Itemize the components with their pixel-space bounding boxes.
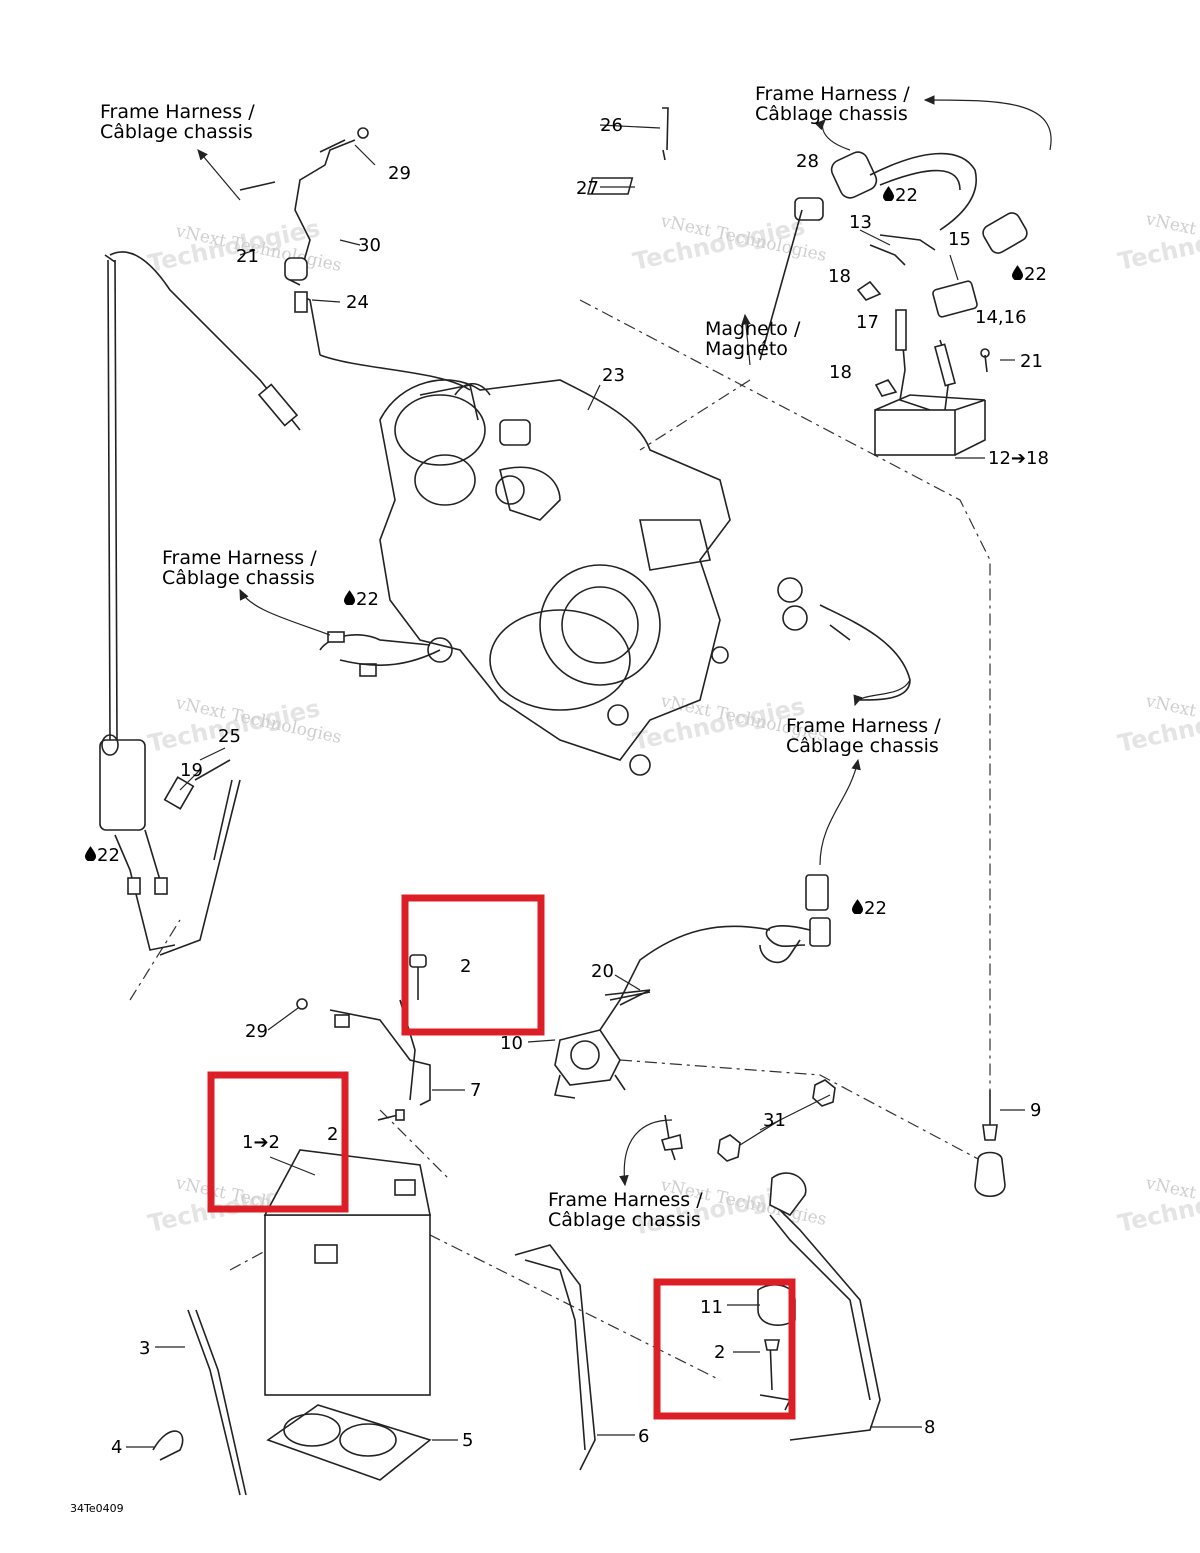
part-label: 12➔18	[988, 448, 1049, 469]
part-label: 8	[924, 1417, 935, 1438]
part-label: 28	[796, 151, 819, 172]
ground-strap-upper	[239, 127, 369, 313]
oil-drop-icon	[85, 846, 96, 861]
part-label: 13	[849, 212, 872, 233]
assembly-lines	[129, 299, 991, 1381]
caption-line1: Frame Harness /	[755, 83, 910, 105]
caption-line2: Câblage chassis	[100, 121, 253, 143]
part-label: 18	[829, 362, 852, 383]
oil-drop-icon	[1012, 265, 1023, 280]
magneto-caption: Magneto / Magnéto	[705, 318, 801, 360]
highlight-box-part-2-top	[401, 894, 545, 1036]
harness-caption-top-right: Frame Harness / Câblage chassis	[755, 83, 910, 125]
part-label: 5	[462, 1430, 473, 1451]
nuts-31	[660, 1079, 836, 1162]
part-label: 29	[245, 1021, 268, 1042]
part-label: 30	[358, 235, 381, 256]
connector-group-top	[587, 107, 824, 361]
part-label: 20	[591, 961, 614, 982]
part-label: 1➔2	[242, 1132, 280, 1153]
stator-connector-group	[599, 577, 911, 1031]
caption-line2: Câblage chassis	[786, 735, 939, 757]
part-label: 4	[111, 1437, 122, 1458]
voltage-regulator-group	[830, 151, 1028, 456]
caption-line2: Magnéto	[705, 338, 788, 360]
oil-drop-icon	[883, 186, 894, 201]
cable-end-9	[974, 1090, 1006, 1198]
part-label: 24	[346, 292, 369, 313]
part-label: 19	[180, 760, 203, 781]
harness-caption-mid-right: Frame Harness / Câblage chassis	[786, 715, 941, 757]
battery	[264, 1214, 431, 1396]
oil-drop-icon	[344, 590, 355, 605]
part-label: 27	[576, 178, 599, 199]
part-label: 14,16	[975, 307, 1027, 328]
part-label: 17	[856, 312, 879, 333]
part-label: 11	[700, 1297, 723, 1318]
caption-line2: Câblage chassis	[548, 1209, 701, 1231]
highlight-box-part-11-2	[653, 1278, 796, 1420]
part-label: 22	[97, 845, 120, 866]
part-label: 7	[470, 1080, 481, 1101]
part-label: 2	[714, 1342, 725, 1363]
part-label: 26	[600, 115, 623, 136]
part-label: 22	[895, 185, 918, 206]
cable-20	[619, 989, 651, 1006]
part-label: 15	[948, 229, 971, 250]
oil-drop-icon	[852, 899, 863, 914]
part-label: 21	[1020, 351, 1043, 372]
part-label: 2	[327, 1124, 338, 1145]
part-label: 22	[356, 589, 379, 610]
part-label: 29	[388, 163, 411, 184]
part-label: 25	[218, 726, 241, 747]
diagram-code: 34Te0409	[70, 1502, 124, 1515]
part-label: 21	[236, 246, 259, 267]
part-label: 2	[460, 956, 471, 977]
harness-caption-bottom: Frame Harness / Câblage chassis	[548, 1189, 703, 1231]
caption-line1: Frame Harness /	[548, 1189, 703, 1211]
highlight-box-part-1-2	[207, 1071, 349, 1213]
part-labels: 26 27 28 22 13 15 22 18 14,16 17 21 18 1…	[85, 115, 1049, 1458]
part-label: 22	[864, 898, 887, 919]
caption-line1: Magneto /	[705, 318, 801, 340]
ignition-coil	[99, 739, 146, 831]
part-label: 10	[500, 1033, 523, 1054]
part-label: 9	[1030, 1100, 1041, 1121]
part-label: 3	[139, 1338, 150, 1359]
caption-line1: Frame Harness /	[162, 547, 317, 569]
harness-caption-top-left: Frame Harness / Câblage chassis	[100, 101, 255, 143]
part-label: 31	[763, 1110, 786, 1131]
part-label: 23	[602, 365, 625, 386]
highlight-boxes	[207, 894, 796, 1420]
caption-line1: Frame Harness /	[786, 715, 941, 737]
leader-lines	[126, 95, 1052, 1448]
mid-connector-group	[319, 631, 441, 677]
caption-line1: Frame Harness /	[100, 101, 255, 123]
engine-assembly	[379, 379, 731, 776]
ignition-coil-group	[99, 251, 471, 956]
part-label: 22	[1024, 264, 1047, 285]
part-label: 18	[828, 266, 851, 287]
caption-line2: Câblage chassis	[755, 103, 908, 125]
part-label: 6	[638, 1426, 649, 1447]
harness-caption-mid-left: Frame Harness / Câblage chassis	[162, 547, 317, 589]
starter-solenoid	[554, 989, 651, 1099]
caption-line2: Câblage chassis	[162, 567, 315, 589]
